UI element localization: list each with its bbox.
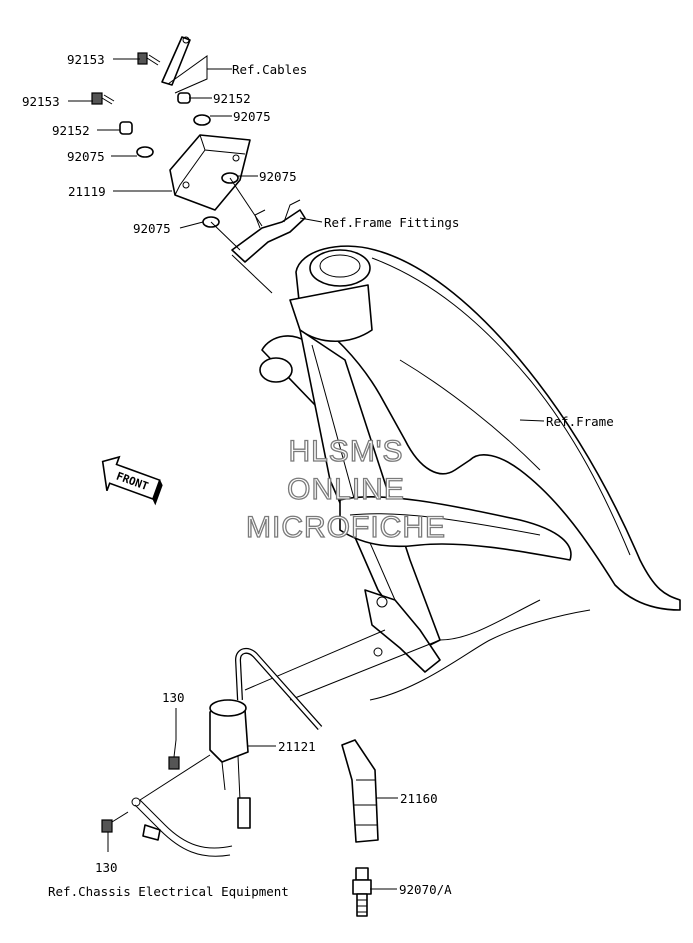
bolt-92153-b	[91, 92, 115, 105]
label-92152-a: 92152	[213, 91, 251, 106]
spark-plug-92070a	[352, 867, 372, 917]
watermark: HLSM'S ONLINE MICROFICHE	[245, 434, 446, 544]
leader-lines	[68, 55, 545, 890]
cable-clamp	[161, 36, 191, 86]
grommet-92075-b	[136, 146, 154, 158]
label-92075-a: 92075	[233, 109, 271, 124]
grommet-92075-a	[193, 114, 211, 126]
label-ref-chassis-electrical: Ref.Chassis Electrical Equipment	[48, 884, 289, 899]
label-92153-b: 92153	[22, 94, 60, 109]
label-ref-frame: Ref.Frame	[546, 414, 614, 429]
label-130-a: 130	[162, 690, 185, 705]
mount-bracket	[231, 199, 306, 263]
watermark-line-1: HLSM'S	[288, 435, 403, 468]
label-ref-frame-fittings: Ref.Frame Fittings	[324, 215, 459, 230]
label-21119: 21119	[68, 184, 106, 199]
label-ref-cables: Ref.Cables	[232, 62, 307, 77]
frame	[259, 245, 681, 701]
label-92075-c: 92075	[259, 169, 297, 184]
collar-92152-b	[119, 121, 133, 135]
label-21160: 21160	[400, 791, 438, 806]
plug-cap-21160	[341, 739, 379, 843]
bolt-92153-a	[137, 52, 161, 66]
label-92070a: 92070/A	[399, 882, 452, 897]
ignition-coil-21121	[209, 699, 251, 829]
watermark-line-2: ONLINE	[287, 473, 405, 506]
label-92075-b: 92075	[67, 149, 105, 164]
label-92075-d: 92075	[133, 221, 171, 236]
label-21121: 21121	[278, 739, 316, 754]
front-direction-arrow: FRONT	[101, 455, 163, 506]
ground-wire	[131, 797, 233, 857]
bolt-130-b	[101, 811, 129, 833]
watermark-line-3: MICROFICHE	[246, 511, 446, 544]
label-130-b: 130	[95, 860, 118, 875]
collar-92152-a	[177, 92, 191, 104]
label-92153-a: 92153	[67, 52, 105, 67]
bolt-130-a	[168, 739, 180, 770]
cdi-unit-21119	[169, 134, 251, 211]
label-92152-b: 92152	[52, 123, 90, 138]
high-tension-lead	[234, 647, 323, 730]
